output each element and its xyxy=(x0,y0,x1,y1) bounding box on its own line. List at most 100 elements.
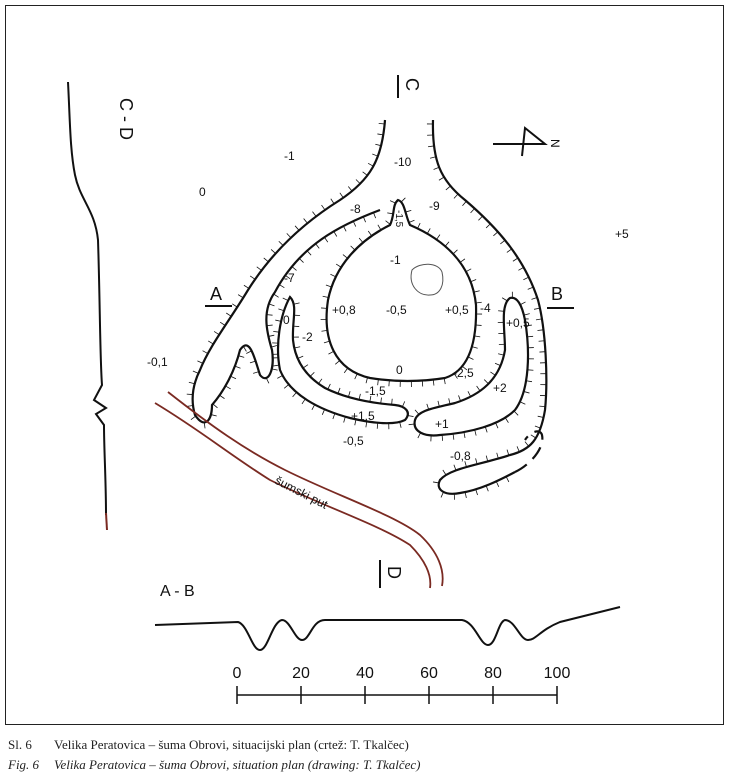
hachure xyxy=(512,257,519,262)
hachure xyxy=(271,345,278,348)
hachure xyxy=(343,416,346,423)
elevation-label: -2,5 xyxy=(453,366,474,380)
hachure xyxy=(459,258,466,263)
hachure xyxy=(369,395,372,402)
hachure xyxy=(537,329,544,331)
hachure xyxy=(249,360,256,364)
hachure xyxy=(531,297,538,300)
hachure xyxy=(322,295,329,298)
elevation-label: +1,5 xyxy=(351,409,375,423)
elevation-label: -0,8 xyxy=(450,449,471,463)
hachure xyxy=(373,212,377,219)
section-c-label: C xyxy=(402,78,422,91)
hachure xyxy=(375,143,382,147)
hachure xyxy=(219,394,225,399)
hachure xyxy=(271,368,278,371)
hachure xyxy=(464,461,467,468)
hachure xyxy=(249,275,256,280)
hachure xyxy=(407,415,414,417)
hachure xyxy=(225,385,231,390)
outer-contour-dashed xyxy=(514,430,544,473)
hachure xyxy=(494,362,501,366)
section-d-label: D xyxy=(384,566,404,579)
elevation-label: +2 xyxy=(493,381,507,395)
hachure xyxy=(519,401,526,405)
elevation-label: -8 xyxy=(350,202,361,216)
elevation-label: -1 xyxy=(390,253,401,267)
hachure xyxy=(298,258,304,263)
hachure xyxy=(342,254,348,259)
hachure xyxy=(230,375,237,380)
hachure xyxy=(355,179,361,185)
hachure xyxy=(436,234,441,240)
hachure xyxy=(493,231,499,237)
hachure xyxy=(490,371,496,376)
hachure xyxy=(387,212,394,215)
hachure xyxy=(498,310,505,312)
left-ditch-contour xyxy=(276,295,409,425)
hachure xyxy=(263,257,269,263)
hachure xyxy=(278,308,285,312)
hachure xyxy=(432,379,435,386)
hachure xyxy=(265,377,270,384)
hachure xyxy=(273,293,279,298)
slope-hachures xyxy=(186,123,547,500)
hachure xyxy=(358,237,364,243)
situation-plan: C - D C D A B N šumski put -1 0 -10 -8 -… xyxy=(67,75,629,704)
hachure xyxy=(417,432,421,439)
hachure xyxy=(327,383,331,390)
hachure xyxy=(330,198,335,204)
hachure xyxy=(270,249,276,254)
hachure xyxy=(243,284,250,289)
hachure xyxy=(367,162,374,167)
hachure xyxy=(483,379,489,385)
caption-croatian-number: Sl. 6 xyxy=(8,737,32,752)
hachure xyxy=(432,481,439,484)
hachure xyxy=(294,346,301,349)
hachure xyxy=(484,426,488,433)
hachure xyxy=(302,364,309,369)
hachure xyxy=(311,404,316,411)
hachure xyxy=(516,446,520,453)
hachure xyxy=(273,364,280,367)
hachure xyxy=(471,346,478,349)
hachure xyxy=(465,268,472,273)
elevation-label: -1,5 xyxy=(365,384,386,398)
hachure xyxy=(321,204,326,211)
hachure xyxy=(534,425,541,429)
hachure xyxy=(442,469,447,476)
hachure xyxy=(523,313,530,316)
hachure xyxy=(377,224,382,231)
hachure xyxy=(525,324,532,327)
profile-ab-label: A - B xyxy=(160,583,195,600)
hachure xyxy=(453,464,457,471)
hachure xyxy=(306,250,312,256)
scale-tick-label: 20 xyxy=(292,665,310,682)
hachure xyxy=(343,225,347,232)
hachure xyxy=(347,186,353,192)
hachure xyxy=(362,171,368,176)
hachure xyxy=(318,378,323,384)
hachure xyxy=(294,225,300,231)
scale-tick-label: 40 xyxy=(356,665,374,682)
hachure xyxy=(444,241,450,247)
hachure xyxy=(520,301,526,306)
hachure xyxy=(348,391,351,398)
hachure xyxy=(335,263,342,268)
hachure xyxy=(433,166,440,170)
hachure xyxy=(452,433,455,440)
hachure xyxy=(475,458,478,465)
hachure xyxy=(377,133,384,136)
hachure xyxy=(400,197,406,203)
north-label: N xyxy=(548,139,562,148)
hachure xyxy=(470,279,477,283)
hachure xyxy=(286,233,292,238)
hachure xyxy=(378,123,385,125)
scale-tick-label: 100 xyxy=(544,665,571,682)
road-label: šumski put xyxy=(273,473,331,512)
elevation-label: +5 xyxy=(615,227,629,241)
hachure xyxy=(426,403,430,410)
hachure xyxy=(506,248,512,253)
hachure xyxy=(253,371,260,374)
